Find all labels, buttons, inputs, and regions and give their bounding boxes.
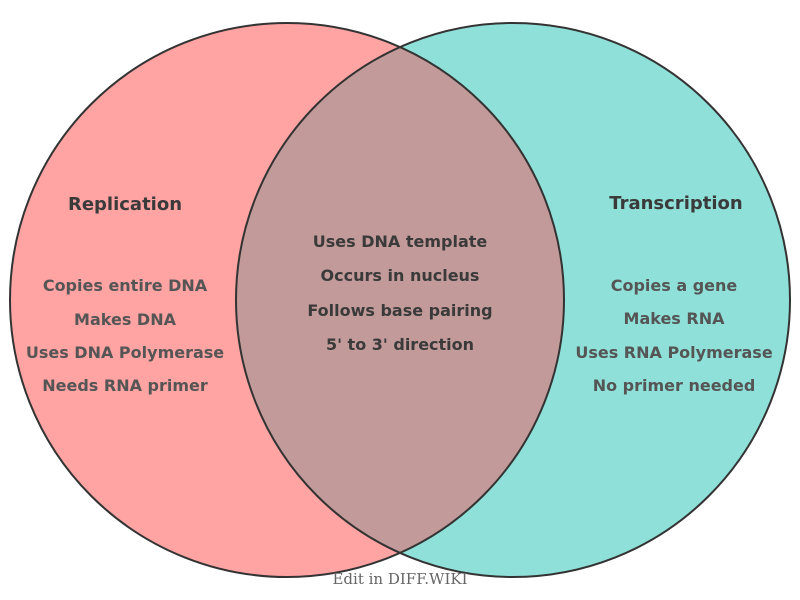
overlap-item: Follows base pairing — [307, 301, 493, 320]
left-circle-outline — [9, 22, 565, 578]
overlap-item: Uses DNA template — [312, 232, 488, 251]
left-set-item: Uses DNA Polymerase — [25, 343, 225, 362]
left-set-item: Needs RNA primer — [42, 376, 208, 395]
overlap-lens — [236, 47, 564, 553]
left-set-item: Copies entire DNA — [42, 276, 208, 295]
right-set-item: Copies a gene — [610, 276, 738, 295]
left-set-title: Replication — [67, 194, 183, 215]
right-set-item: Uses RNA Polymerase — [575, 343, 773, 362]
right-set-item: No primer needed — [592, 376, 756, 395]
right-set-item: Makes RNA — [623, 309, 725, 328]
edit-in-diffwiki-link[interactable]: Edit in DIFF.WIKI — [332, 570, 468, 588]
left-set-item: Makes DNA — [74, 310, 176, 329]
right-circle-outline — [235, 22, 791, 578]
overlap-item: 5' to 3' direction — [325, 335, 475, 354]
right-set-title: Transcription — [609, 193, 743, 214]
overlap-item: Occurs in nucleus — [320, 266, 480, 285]
